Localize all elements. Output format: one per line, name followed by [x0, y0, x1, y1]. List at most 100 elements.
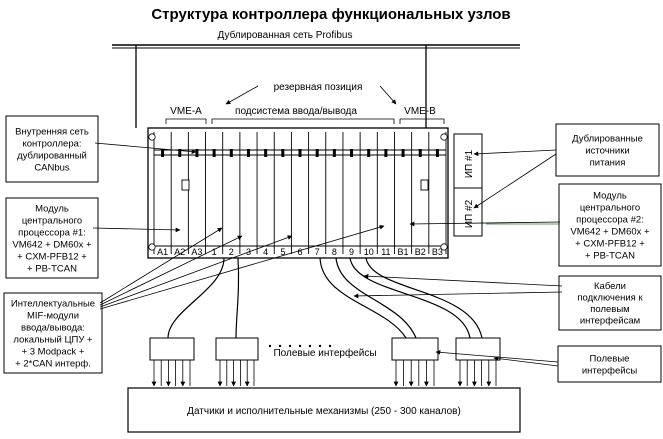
reserve-arrow-right: [379, 85, 397, 105]
slot-b1-label: B1: [398, 247, 409, 257]
io-brace: [211, 118, 395, 124]
mif-callout-box: [3, 292, 103, 374]
cpu1-leader: [92, 227, 181, 233]
field-leader-2: [493, 356, 559, 367]
mount-screw-icon: [440, 133, 448, 141]
cpu1-callout-line: центрального: [22, 216, 82, 227]
cpu2-callout-line: + PB-TCAN: [585, 251, 635, 262]
cable-5: [349, 257, 471, 339]
mount-screw-icon: [440, 243, 448, 251]
slot-1-label: 1: [212, 247, 217, 257]
canbus-leader: [94, 142, 197, 155]
field-interface-boxes: [149, 337, 501, 387]
mif-callout-line: + 3 Modpack +: [22, 347, 85, 358]
cables-callout-box: [558, 275, 662, 331]
controller-chassis: [147, 127, 449, 259]
slot-a2-connector: [178, 149, 182, 157]
field-cables: [167, 257, 483, 339]
slot-9-label: 9: [349, 247, 354, 257]
mif-callout-line: Интеллектуальные: [11, 299, 95, 310]
vme-a-label: VME-A: [170, 106, 202, 117]
cables-leader-2: [353, 291, 563, 299]
slot-10-label: 10: [364, 247, 374, 257]
cable-6: [365, 257, 483, 339]
cables-callout-line: интерфейсам: [580, 316, 640, 327]
slot-b2-label: B2: [415, 247, 426, 257]
slot-6-label: 6: [297, 247, 302, 257]
slot-a1-label: A1: [157, 247, 168, 257]
mif-callout-line: + 2*CAN интерф.: [15, 359, 91, 370]
field-callout-box: [557, 345, 662, 383]
cpu2-callout-line: центрального: [580, 203, 640, 214]
cpu1-callout-line: + PB-TCAN: [27, 264, 77, 275]
sensors-label: Датчики и исполнительные механизмы (250 …: [187, 406, 461, 417]
mif-leader-3: [99, 235, 293, 308]
canbus-callout-line: контроллера:: [22, 139, 81, 150]
field-interface-box: [391, 337, 439, 361]
slot-11-connector: [384, 149, 388, 157]
slot-b3-connector: [435, 149, 439, 157]
slot-6-connector: [298, 149, 302, 157]
cpu1-indicator: [181, 179, 190, 191]
mif-callout-line: локальный ЦПУ +: [13, 335, 93, 346]
canbus-callout-line: Внутренняя сеть: [15, 127, 89, 138]
mif-leader-1: [99, 227, 223, 304]
slot-a1-connector: [161, 149, 165, 157]
slot-10-connector: [367, 149, 371, 157]
field-interfaces-label: Полевые интерфейсы: [273, 347, 376, 359]
slot-7-label: 7: [315, 247, 320, 257]
cable-3: [319, 257, 407, 339]
mif-leader-4: [99, 224, 385, 310]
vme-b-brace: [399, 118, 445, 124]
psu-label-2: ИП #2: [464, 199, 475, 228]
reserve-arrow-left: [225, 85, 259, 105]
field-interface-box: [215, 337, 259, 361]
field-dots: [328, 344, 332, 348]
psu-label-1: ИП #1: [464, 149, 475, 178]
psu-leader-1: [473, 149, 557, 157]
slot-b1-connector: [401, 149, 405, 157]
leader-lines: [92, 142, 563, 367]
cpu2-callout-line: процессора #2:: [576, 215, 644, 226]
field-dots: [308, 344, 312, 348]
canbus-callout-line: CANbus: [34, 163, 70, 174]
cable-1: [167, 257, 225, 339]
slot-b2-connector: [418, 149, 422, 157]
vme-b-label: VME-B: [404, 106, 436, 117]
field-callout-line: интерфейсы: [582, 366, 638, 377]
cpu2-callout-line: + CXM-PFB12 +: [575, 239, 645, 250]
cables-callout-line: полевым: [590, 304, 629, 315]
slot-7-connector: [315, 149, 319, 157]
cable-4: [335, 257, 417, 339]
cpu2-callout-line: VM642 + DM60x +: [570, 227, 650, 238]
slot-3-connector: [246, 149, 250, 157]
field-dots: [298, 344, 302, 348]
cpu1-callout-line: VM642 + DM60x +: [12, 240, 92, 251]
psu-callout-line: питания: [590, 158, 626, 169]
reserve-label: резервная позиция: [274, 82, 363, 93]
mount-screw-icon: [148, 243, 156, 251]
slot-9-connector: [350, 149, 354, 157]
field-callout-line: Полевые: [590, 354, 630, 365]
psu-callout-line: источники: [585, 146, 629, 157]
diagram-title: Структура контроллера функциональных узл…: [151, 6, 510, 23]
mif-callout-line: ввода/вывода:: [21, 323, 85, 334]
slot-b3-label: B3: [432, 247, 443, 257]
mif-callout-line: MIF-модули: [27, 311, 79, 322]
sensors-box: [127, 387, 521, 433]
canbus-callout-box: [5, 115, 99, 183]
slot-a3-label: A3: [191, 247, 202, 257]
mif-leader-2: [99, 235, 243, 306]
cpu1-callout-line: процессора #1:: [18, 228, 86, 239]
mount-screw-icon: [148, 133, 156, 141]
slot-4-connector: [264, 149, 268, 157]
psu-callout-box: [555, 123, 660, 177]
field-dots: [288, 344, 292, 348]
cpu1-callout-line: Модуль: [35, 204, 69, 215]
slot-a2-label: A2: [174, 247, 185, 257]
cpu1-callout-box: [5, 197, 99, 279]
cable-2: [235, 257, 240, 339]
slot-11-label: 11: [381, 247, 390, 257]
